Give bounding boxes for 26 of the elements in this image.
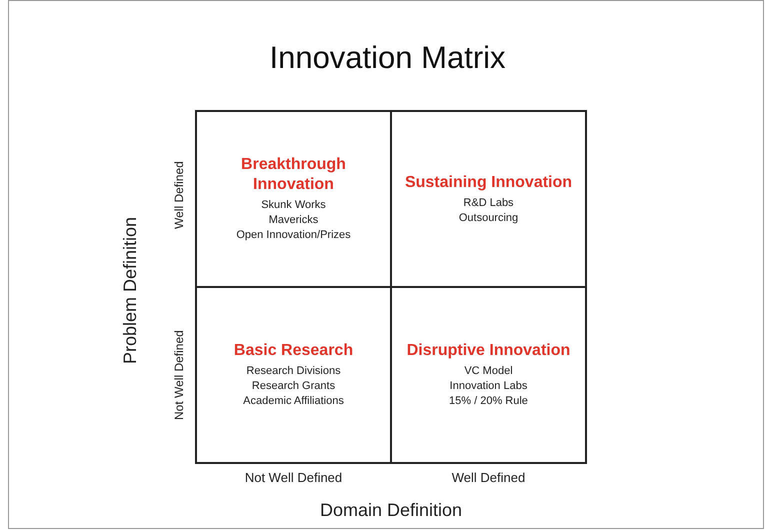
quadrant-heading: Disruptive Innovation bbox=[406, 341, 570, 361]
quadrant-heading: Basic Research bbox=[234, 341, 354, 361]
quadrant-item: Research Grants bbox=[252, 379, 336, 394]
axis-title: Problem Definition bbox=[120, 215, 141, 366]
quadrant-item: Research Divisions bbox=[246, 364, 341, 379]
quadrant-cell bbox=[390, 110, 587, 288]
quadrant-cell bbox=[195, 286, 392, 464]
axis-tick-label: Well Defined bbox=[172, 160, 186, 231]
axis-tick-label: Not Well Defined bbox=[244, 470, 344, 485]
diagram-title: Innovation Matrix bbox=[268, 40, 507, 76]
quadrant-item: Open Innovation/Prizes bbox=[236, 228, 351, 243]
quadrant-heading: Breakthrough Innovation bbox=[240, 155, 347, 195]
quadrant-heading: Sustaining Innovation bbox=[404, 172, 572, 192]
quadrant-cell bbox=[195, 110, 392, 288]
quadrant-item: VC Model bbox=[464, 364, 513, 379]
quadrant-item: Mavericks bbox=[268, 213, 318, 228]
axis-tick-label: Not Well Defined bbox=[172, 329, 186, 422]
quadrant-item: R&D Labs bbox=[463, 196, 514, 210]
axis-title: Domain Definition bbox=[318, 500, 464, 521]
axis-tick-label: Well Defined bbox=[450, 470, 526, 485]
quadrant-item: Outsourcing bbox=[458, 210, 518, 226]
quadrant-item: Academic Affiliations bbox=[243, 394, 344, 409]
quadrant-item: Skunk Works bbox=[261, 198, 326, 213]
quadrant-item: Innovation Labs bbox=[450, 379, 528, 394]
quadrant-item: 15% / 20% Rule bbox=[449, 394, 528, 409]
quadrant-cell bbox=[390, 286, 587, 464]
